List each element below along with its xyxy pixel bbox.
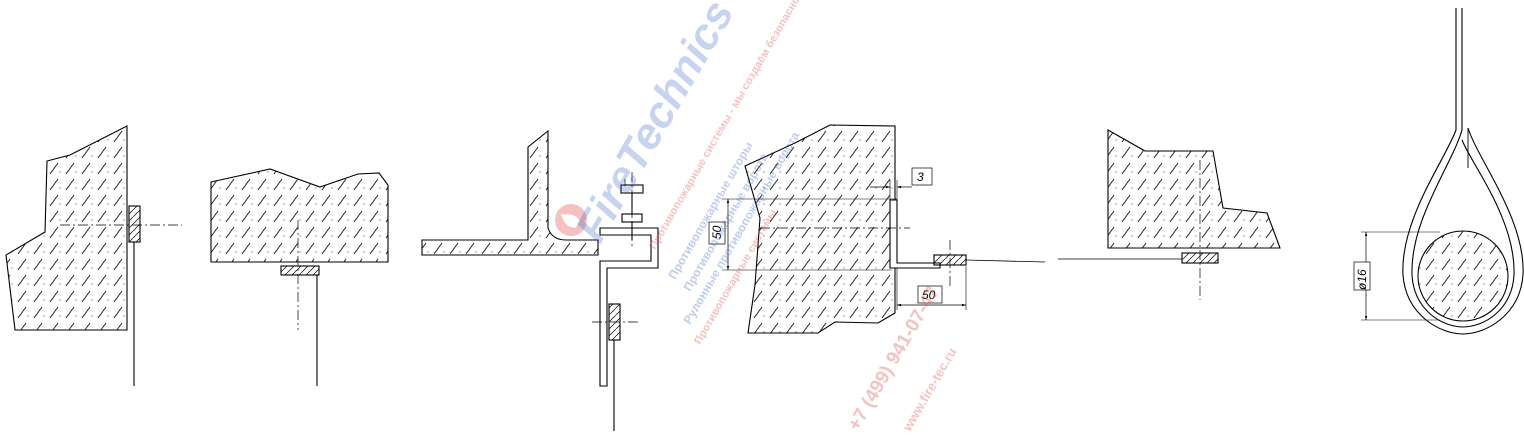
dim-diameter-label: ø16 <box>1355 269 1369 290</box>
detail-ceiling-mount <box>210 168 389 386</box>
clamp-profile <box>280 265 320 276</box>
curtain-loop-inner <box>1411 8 1515 328</box>
detail-wall-opening <box>722 124 1046 334</box>
clamp-profile <box>128 205 141 243</box>
detail-ceiling-horizontal <box>1058 129 1281 300</box>
curtain-line <box>965 259 1046 263</box>
curtain-loop-outer <box>1402 8 1524 335</box>
detail-angle-bracket <box>421 129 659 431</box>
z-bracket <box>889 199 941 269</box>
dimension-labels: 50 3 50 <box>708 167 943 304</box>
concrete-wall <box>744 124 896 334</box>
detail-rod-loop <box>1361 8 1524 335</box>
dim-width-label: 50 <box>922 288 936 302</box>
watermark: FireTechnics Противопожарные системы - м… <box>555 0 959 435</box>
z-bracket <box>599 227 659 387</box>
concrete-wall <box>5 125 128 331</box>
concrete-slab <box>210 168 389 263</box>
dim-gap-label: 3 <box>917 170 924 184</box>
watermark-site: www.fire-tec.ru <box>899 345 959 434</box>
concrete-slab <box>1107 129 1281 249</box>
dim-height-label: 50 <box>710 225 724 239</box>
rod <box>1417 230 1509 322</box>
detail-wall-side-mount <box>5 125 182 386</box>
flame-logo-icon <box>555 204 587 236</box>
steel-angle <box>421 129 599 256</box>
